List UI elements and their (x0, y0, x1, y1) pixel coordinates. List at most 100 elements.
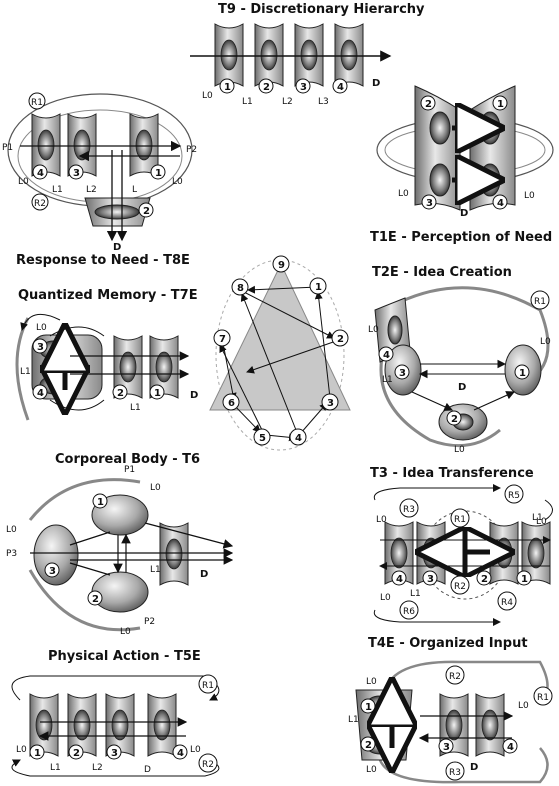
svg-text:1: 1 (315, 282, 322, 293)
t9-node-labels: 1 2 3 4 (219, 78, 348, 94)
svg-text:L2: L2 (86, 185, 97, 195)
svg-text:D: D (113, 242, 121, 253)
diagram-t9: 1 2 3 4 L0 L1 L2 L3 D (190, 23, 392, 107)
svg-text:D: D (144, 765, 151, 775)
svg-text:L1: L1 (242, 97, 253, 107)
svg-text:2: 2 (365, 740, 372, 751)
svg-text:L0: L0 (398, 189, 409, 199)
svg-text:L1: L1 (20, 367, 31, 377)
svg-text:L3: L3 (318, 97, 329, 107)
svg-text:L1: L1 (52, 185, 63, 195)
svg-text:R1: R1 (454, 515, 466, 525)
title-t5e: Physical Action - T5E (48, 649, 201, 664)
svg-text:4: 4 (177, 748, 184, 759)
svg-text:3: 3 (37, 342, 44, 353)
svg-text:R3: R3 (403, 505, 415, 515)
svg-text:7: 7 (219, 334, 226, 345)
svg-text:3: 3 (300, 82, 307, 93)
title-t3: T3 - Idea Transference (370, 466, 534, 481)
svg-text:R1: R1 (537, 693, 549, 703)
svg-text:R1: R1 (31, 98, 43, 108)
svg-text:6: 6 (228, 398, 235, 409)
svg-text:4: 4 (295, 433, 302, 444)
svg-text:2: 2 (92, 594, 99, 605)
svg-text:R1: R1 (202, 681, 214, 691)
svg-text:L1: L1 (150, 565, 161, 575)
svg-text:2: 2 (73, 748, 80, 759)
title-t2e: T2E - Idea Creation (372, 265, 512, 280)
svg-text:9: 9 (278, 260, 285, 271)
svg-text:2: 2 (337, 334, 344, 345)
svg-text:1: 1 (97, 497, 104, 508)
enneagram-numbers: 1 2 3 4 5 6 7 8 9 (213, 255, 349, 446)
svg-text:1: 1 (519, 368, 526, 379)
svg-text:L0: L0 (376, 515, 387, 525)
svg-text:D: D (200, 569, 208, 580)
diagram-t4e: R1 R2 R3 1 2 3 4 L0 L0 L1 L0 D (348, 660, 553, 784)
svg-text:1: 1 (34, 748, 41, 759)
svg-text:D: D (372, 78, 380, 89)
svg-text:2: 2 (451, 414, 458, 425)
svg-text:L0: L0 (202, 91, 213, 101)
svg-text:2: 2 (481, 574, 488, 585)
svg-text:L0: L0 (366, 677, 377, 687)
diagram-t6: 1 3 2 P1 P3 P2 L0 L0 L1 L0 D (6, 465, 234, 637)
svg-text:1: 1 (155, 168, 162, 179)
svg-text:4: 4 (37, 388, 44, 399)
svg-text:R6: R6 (403, 607, 415, 617)
svg-text:P3: P3 (6, 549, 17, 559)
svg-text:R3: R3 (449, 768, 461, 778)
svg-text:R4: R4 (501, 598, 513, 608)
svg-text:D: D (190, 390, 198, 401)
svg-text:1: 1 (154, 388, 161, 399)
title-t9: T9 - Discretionary Hierarchy (218, 2, 425, 17)
svg-text:R2: R2 (202, 760, 214, 770)
title-t8e: Response to Need - T8E (16, 253, 190, 268)
svg-text:2: 2 (263, 82, 270, 93)
svg-text:D: D (470, 762, 478, 773)
svg-text:3: 3 (327, 398, 334, 409)
svg-text:1: 1 (497, 99, 504, 110)
svg-text:1: 1 (521, 574, 528, 585)
svg-text:4: 4 (507, 742, 514, 753)
svg-text:R2: R2 (34, 199, 46, 209)
svg-text:L0: L0 (536, 517, 547, 527)
svg-text:1: 1 (224, 82, 231, 93)
title-t1e: T1E - Perception of Need (370, 230, 553, 245)
svg-text:D: D (458, 382, 466, 393)
svg-text:L1: L1 (532, 513, 543, 523)
svg-text:P1: P1 (2, 143, 13, 153)
svg-text:L0: L0 (366, 765, 377, 775)
svg-text:3: 3 (427, 574, 434, 585)
diagram-t3: R5 R3 R1 R2 R4 R6 4 3 2 1 L0 L1 L1 L0 L0 (373, 484, 553, 626)
svg-text:L0: L0 (190, 745, 201, 755)
svg-text:L2: L2 (282, 97, 293, 107)
svg-text:L0: L0 (524, 191, 535, 201)
svg-text:L0: L0 (36, 323, 47, 333)
svg-text:4: 4 (396, 574, 403, 585)
svg-text:L1: L1 (382, 375, 393, 385)
title-t7e: Quantized Memory - T7E (18, 288, 198, 303)
svg-text:D: D (460, 208, 468, 219)
svg-text:L0: L0 (6, 525, 17, 535)
svg-text:3: 3 (426, 198, 433, 209)
svg-text:L1: L1 (410, 589, 421, 599)
svg-text:P1: P1 (124, 465, 135, 475)
svg-text:3: 3 (73, 168, 80, 179)
svg-text:L: L (132, 185, 137, 195)
svg-text:L0: L0 (120, 627, 131, 637)
title-t6: Corporeal Body - T6 (55, 452, 201, 467)
svg-text:4: 4 (37, 168, 44, 179)
diagram-t1e: 2 1 3 4 L0 L0 D (376, 85, 554, 219)
svg-text:4: 4 (497, 198, 504, 209)
svg-text:4: 4 (383, 350, 390, 361)
svg-text:L0: L0 (172, 177, 183, 187)
svg-text:L0: L0 (16, 745, 27, 755)
svg-text:R2: R2 (454, 582, 466, 592)
svg-text:3: 3 (49, 566, 56, 577)
svg-text:L1: L1 (130, 403, 141, 413)
svg-text:L0: L0 (454, 445, 465, 455)
enneagram-diagram: 1 2 3 4 5 6 7 8 9 (209, 255, 351, 451)
svg-text:P2: P2 (144, 617, 155, 627)
svg-text:3: 3 (443, 742, 450, 753)
